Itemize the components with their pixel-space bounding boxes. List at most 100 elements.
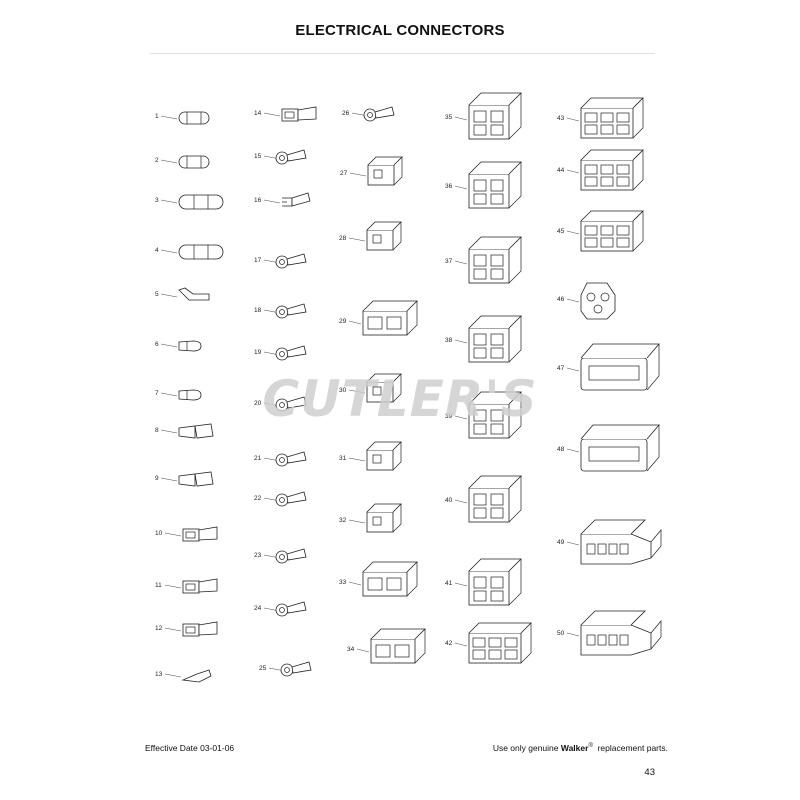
- connector-butt: [178, 194, 224, 210]
- leader-line: [454, 185, 468, 190]
- part-label: 20: [254, 400, 262, 407]
- brand-name: Walker: [560, 743, 589, 753]
- leader-line: [348, 237, 366, 242]
- part-label: 31: [339, 455, 347, 462]
- leader-line: [454, 116, 468, 121]
- connector-ring: [275, 601, 307, 617]
- leader-line: [160, 392, 178, 397]
- part-label: 29: [339, 318, 347, 325]
- connector-housing1: [366, 221, 402, 251]
- registered-mark: ®: [588, 743, 593, 750]
- part-label: 10: [155, 530, 163, 537]
- part-label: 16: [254, 197, 262, 204]
- footer-note: Use only genuine Walker® replacement par…: [493, 743, 668, 753]
- part-29: 29: [339, 300, 418, 336]
- connector-ring: [275, 451, 307, 467]
- part-18: 18: [254, 303, 307, 319]
- part-40: 40: [445, 475, 522, 523]
- part-label: 48: [557, 446, 565, 453]
- leader-line: [348, 581, 362, 586]
- part-label: 5: [155, 291, 159, 298]
- leader-line: [454, 642, 468, 647]
- leader-line: [454, 339, 468, 344]
- connector-quick: [182, 621, 218, 637]
- connector-sealed: [580, 610, 662, 656]
- part-13: 13: [155, 669, 212, 683]
- leader-line: [160, 249, 178, 254]
- connector-tab: [181, 669, 212, 683]
- part-20: 20: [254, 396, 307, 412]
- leader-line: [160, 429, 178, 434]
- leader-line: [160, 159, 178, 164]
- part-label: 49: [557, 539, 565, 546]
- part-9: 9: [155, 471, 214, 487]
- part-label: 39: [445, 413, 453, 420]
- connector-ring: [275, 548, 307, 564]
- part-25: 25: [259, 661, 312, 677]
- connector-quick: [182, 526, 218, 542]
- title-divider: [150, 53, 655, 54]
- part-39: 39: [445, 391, 522, 439]
- part-label: 25: [259, 665, 267, 672]
- connector-block4: [468, 315, 522, 363]
- connector-housing1: [366, 373, 402, 403]
- connector-housing1: [366, 441, 402, 471]
- connector-ring: [363, 106, 395, 122]
- leader-line: [566, 230, 580, 235]
- part-label: 43: [557, 115, 565, 122]
- part-label: 42: [445, 640, 453, 647]
- leader-line: [160, 477, 178, 482]
- part-label: 47: [557, 365, 565, 372]
- leader-line: [454, 260, 468, 265]
- part-label: 1: [155, 113, 159, 120]
- leader-line: [566, 541, 580, 546]
- connector-ring: [275, 303, 307, 319]
- part-49: 49: [557, 519, 662, 565]
- leader-line: [164, 673, 182, 678]
- part-label: 15: [254, 153, 262, 160]
- leader-line: [164, 532, 182, 537]
- part-19: 19: [254, 345, 307, 361]
- connector-spade: [178, 423, 214, 439]
- part-12: 12: [155, 621, 218, 637]
- leader-line: [263, 199, 281, 204]
- part-27: 27: [340, 156, 403, 186]
- connector-fuse: [178, 155, 210, 169]
- leader-line: [164, 584, 182, 589]
- page-number: 43: [644, 767, 655, 778]
- connector-housing2: [370, 628, 426, 664]
- part-label: 3: [155, 197, 159, 204]
- part-35: 35: [445, 92, 522, 140]
- part-4: 4: [155, 244, 224, 260]
- leader-line: [566, 367, 580, 372]
- part-50: 50: [557, 610, 662, 656]
- part-label: 28: [339, 235, 347, 242]
- part-label: 30: [339, 387, 347, 394]
- part-14: 14: [254, 106, 317, 122]
- part-2: 2: [155, 155, 210, 169]
- leader-line: [566, 298, 580, 303]
- part-36: 36: [445, 161, 522, 209]
- connector-block4: [468, 475, 522, 523]
- footer-prefix: Use only genuine: [492, 743, 559, 753]
- leader-line: [263, 112, 281, 117]
- connector-butt: [178, 244, 224, 260]
- connector-ring: [275, 345, 307, 361]
- leader-line: [349, 172, 367, 177]
- part-24: 24: [254, 601, 307, 617]
- connector-bullet: [178, 340, 202, 352]
- part-46: 46: [557, 282, 616, 320]
- part-label: 22: [254, 495, 262, 502]
- leader-line: [164, 627, 182, 632]
- page-title: ELECTRICAL CONNECTORS: [295, 22, 505, 39]
- part-32: 32: [339, 503, 402, 533]
- connector-block4: [468, 391, 522, 439]
- connector-block4: [468, 92, 522, 140]
- connector-housing2: [362, 561, 418, 597]
- part-label: 11: [155, 582, 162, 589]
- connector-block4: [468, 236, 522, 284]
- part-17: 17: [254, 253, 307, 269]
- part-48: 48: [557, 424, 660, 472]
- part-label: 9: [155, 475, 159, 482]
- connector-round: [580, 282, 616, 320]
